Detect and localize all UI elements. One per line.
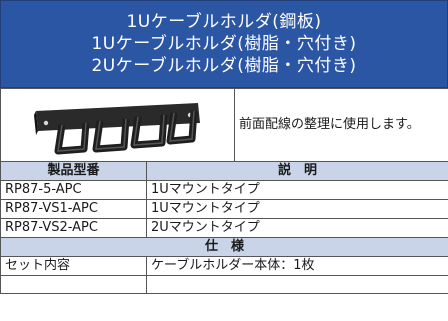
header-model: 製品型番 [0,161,147,181]
spec-value-cell: ケーブルホルダー本体：1枚 [146,256,448,276]
title-banner: 1Uケーブルホルダ(鋼板) 1Uケーブルホルダ(樹脂・穴付き) 2Uケーブルホル… [0,0,448,88]
model-cell: RP87-VS1-APC [0,199,147,219]
model-cell: RP87-VS2-APC [0,218,147,238]
spec-header: 仕 様 [0,237,448,257]
product-image-cell [0,88,235,162]
spec-spacer-cell [0,275,147,294]
spec-spacer-cell [146,275,448,294]
cable-holder-image [33,103,200,155]
title-line-1: 1Uケーブルホルダ(鋼板) [126,12,322,32]
model-desc-cell: 1Uマウントタイプ [146,199,448,219]
model-desc-cell: 1Uマウントタイプ [146,180,448,200]
model-cell: RP87-5-APC [0,180,147,200]
product-table: 前面配線の整理に使用します。 製品型番 説 明 RP87-5-APC 1Uマウン… [0,88,448,294]
title-line-3: 2Uケーブルホルダ(樹脂・穴付き) [91,56,357,76]
header-description: 説 明 [146,161,448,181]
model-desc-cell: 2Uマウントタイプ [146,218,448,238]
product-image-row: 前面配線の整理に使用します。 [0,88,448,162]
table-row: RP87-VS1-APC 1Uマウントタイプ [0,199,448,219]
spec-label-cell: セット内容 [0,256,147,276]
spec-spacer-row [0,275,448,294]
models-header-row: 製品型番 説 明 [0,161,448,181]
table-row: RP87-VS2-APC 2Uマウントタイプ [0,218,448,238]
spec-header-row: 仕 様 [0,237,448,257]
table-row: セット内容 ケーブルホルダー本体：1枚 [0,256,448,276]
table-row: RP87-5-APC 1Uマウントタイプ [0,180,448,200]
title-line-2: 1Uケーブルホルダ(樹脂・穴付き) [91,34,357,54]
product-description: 前面配線の整理に使用します。 [234,88,448,162]
